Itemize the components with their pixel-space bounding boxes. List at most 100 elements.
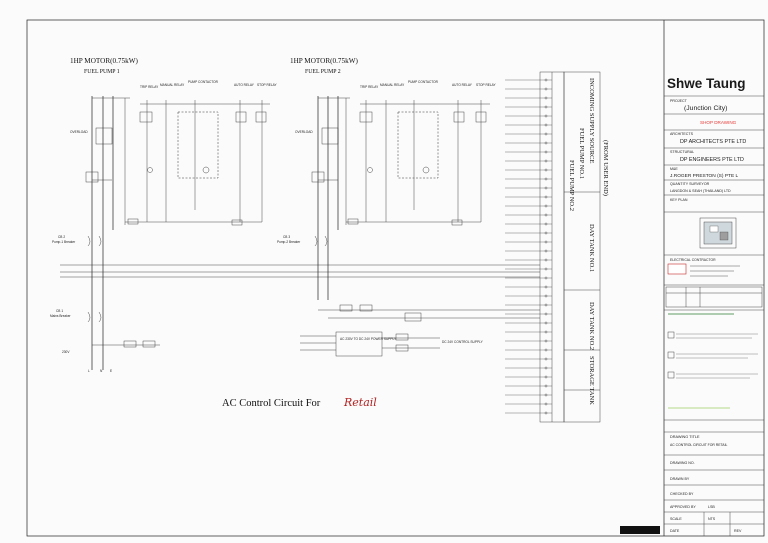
day-tank1-label: DAY TANK NO.1: [588, 224, 595, 272]
structural-value: DP ENGINEERS PTE LTD: [680, 157, 744, 163]
terminal-point: [544, 204, 548, 208]
svg-text:E: E: [110, 369, 112, 373]
drawing-title-label: DRAWING TITLE: [670, 435, 700, 439]
key-plan-sketch: [699, 217, 737, 249]
from-user-end-label: (FROM USER END): [602, 140, 609, 196]
terminal-point: [544, 195, 548, 199]
terminal-point: [544, 321, 548, 325]
terminal-point: [544, 303, 548, 307]
terminal-point: [544, 366, 548, 370]
stop-relay-heading-2: STOP RELAY: [476, 83, 497, 87]
sheet-border: [26, 19, 765, 537]
terminal-point: [544, 384, 548, 388]
power-supply-box: [335, 331, 383, 357]
terminal-point: [544, 357, 548, 361]
terminal-point: [544, 87, 548, 91]
terminal-point: [544, 213, 548, 217]
scale-label: SCALE: [670, 517, 682, 521]
approved-by-value: LSB: [708, 505, 715, 509]
shop-drawing-stamp: SHOP DRAWING: [700, 120, 737, 125]
terminal-point: [544, 411, 548, 415]
terminal-point: [544, 375, 548, 379]
svg-text:L: L: [88, 369, 90, 373]
terminal-point: [544, 159, 548, 163]
fuel-pump2-label: FUEL PUMP NO.2: [568, 160, 575, 211]
terminal-strip: [539, 71, 601, 423]
pump2-circuit: OVERLOAD: [295, 96, 490, 300]
dc-output-label: DC 24V CONTROL SUPPLY: [442, 340, 484, 344]
qs-value: LANGDON & SEAH (THAILAND) LTD: [670, 189, 731, 193]
scale-value: NTS: [708, 517, 716, 521]
key-plan-label: KEY PLAN: [670, 198, 688, 202]
cb2-desc: Pump-1 Breaker: [52, 240, 76, 244]
contactor-heading-2: PUMP CONTACTOR: [408, 80, 439, 84]
terminal-point: [544, 78, 548, 82]
terminal-point: [544, 312, 548, 316]
terminal-wires: [505, 78, 552, 415]
incoming-supply-label: INCOMING SUPPLY SOURCE: [588, 78, 595, 163]
drawing-caption-handwritten: Retail: [343, 396, 377, 409]
file-tab: [620, 526, 660, 534]
architects-label: ARCHITECTS: [670, 132, 694, 136]
qs-label: QUANTITY SURVEYOR: [670, 182, 710, 186]
drawn-by-label: DRAWN BY: [670, 477, 690, 481]
auto-relay-heading-1: AUTO RELAY: [234, 83, 255, 87]
motor1-title: 1HP MOTOR(0.75kW): [70, 57, 138, 65]
power-supply-label: AC 230V TO DC 24V POWER SUPPLY: [340, 337, 397, 341]
manual-relay-heading-2: MANUAL RELAY: [380, 83, 405, 87]
pump1-circuit: OVERLOAD: [70, 96, 270, 370]
trip-relay-heading-2: TRIP RELAY: [360, 85, 379, 89]
terminal-point: [544, 258, 548, 262]
title-block: [664, 95, 764, 536]
checked-by-label: CHECKED BY: [670, 492, 694, 496]
motor2-subtitle: FUEL PUMP 2: [305, 69, 341, 75]
terminal-point: [544, 267, 548, 271]
fuel-pump1-label: FUEL PUMP NO.1: [578, 128, 585, 179]
contractor-logo: [667, 263, 687, 275]
contractor-label: ELECTRICAL CONTRACTOR: [670, 258, 716, 262]
cb2-label: CB 2: [58, 235, 65, 239]
cb1-desc: Mains Breaker: [50, 314, 71, 318]
contactor-heading-1: PUMP CONTACTOR: [188, 80, 219, 84]
manual-relay-heading-1: MANUAL RELAY: [160, 83, 185, 87]
drawing-no-label: DRAWING NO.: [670, 461, 695, 465]
terminal-point: [544, 123, 548, 127]
architects-value: DP ARCHITECTS PTE LTD: [680, 139, 746, 145]
rev-label: REV: [734, 529, 742, 533]
terminal-point: [544, 393, 548, 397]
day-tank2-label: DAY TANK NO.2: [588, 302, 595, 350]
terminal-point: [544, 168, 548, 172]
terminal-point: [544, 348, 548, 352]
trip-relay-heading-1: TRIP RELAY: [140, 85, 159, 89]
storage-tank-label: STORAGE TANK: [588, 356, 595, 405]
cb3-desc: Pump-2 Breaker: [277, 240, 301, 244]
auto-relay-heading-2: AUTO RELAY: [452, 83, 473, 87]
terminal-point: [544, 114, 548, 118]
motor2-title: 1HP MOTOR(0.75kW): [290, 57, 358, 65]
svg-text:N: N: [100, 369, 103, 373]
terminal-point: [544, 276, 548, 280]
project-label: PROJECT: [670, 99, 688, 103]
terminal-point: [544, 294, 548, 298]
terminal-point: [544, 222, 548, 226]
drawing-title-value: AC CONTROL CIRCUIT FOR RETAIL: [670, 443, 728, 447]
cb3-label: CB 3: [283, 235, 290, 239]
project-name: (Junction City): [684, 105, 727, 112]
mne-value: J.ROGER PRESTON (S) PTE L: [670, 173, 738, 179]
terminal-point: [544, 231, 548, 235]
terminal-point: [544, 402, 548, 406]
date-label: DATE: [670, 529, 680, 533]
mne-label: M&E: [670, 167, 678, 171]
cb1-label: CB 1: [56, 309, 63, 313]
terminal-point: [544, 240, 548, 244]
terminal-point: [544, 141, 548, 145]
overload-label-2: OVERLOAD: [295, 130, 313, 134]
terminal-point: [544, 249, 548, 253]
terminal-point: [544, 285, 548, 289]
terminal-point: [544, 186, 548, 190]
overload-label-1: OVERLOAD: [70, 130, 88, 134]
power-supply-section: AC 230V TO DC 24V POWER SUPPLY DC 24V CO…: [300, 304, 540, 357]
terminal-point: [544, 132, 548, 136]
